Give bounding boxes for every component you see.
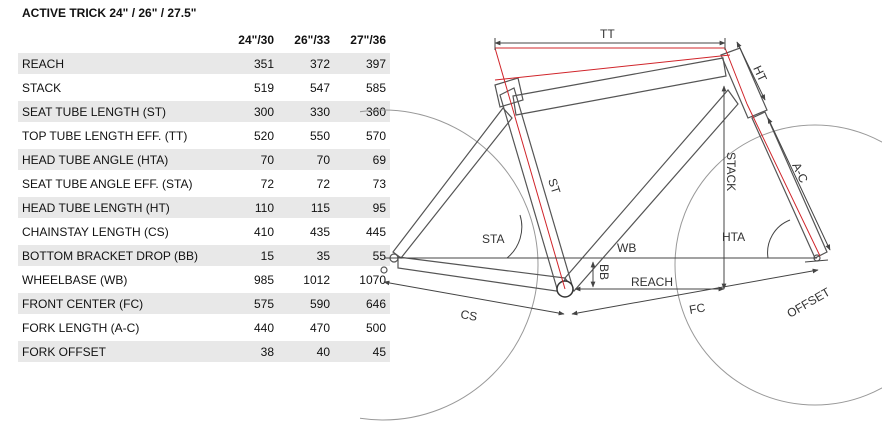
cell-value: 69 [334, 149, 390, 170]
table-header-row: 24"/30 26"/33 27"/36 [18, 29, 390, 50]
cell-value: 72 [278, 173, 334, 194]
cell-value: 570 [334, 125, 390, 146]
label-wb: WB [617, 241, 636, 255]
fork [751, 111, 828, 259]
cell-value: 110 [222, 197, 278, 218]
row-label: FORK OFFSET [18, 341, 222, 362]
label-stack: STACK [724, 152, 738, 191]
cell-value: 550 [278, 125, 334, 146]
top-tube [512, 57, 727, 116]
row-label: REACH [18, 53, 222, 74]
row-label: HEAD TUBE LENGTH (HT) [18, 197, 222, 218]
cell-value: 73 [334, 173, 390, 194]
row-label: FORK LENGTH (A-C) [18, 317, 222, 338]
frame-geometry-diagram: TT HT ST STACK A-C STA WB HTA BB REACH C… [360, 27, 882, 421]
rear-axle [380, 266, 388, 274]
cell-value: 300 [222, 101, 278, 122]
cell-value: 351 [222, 53, 278, 74]
chart-title: ACTIVE TRICK 24" / 26" / 27.5" [22, 6, 197, 20]
rear-wheel-outline [360, 109, 539, 421]
cell-value: 40 [278, 341, 334, 362]
row-label: WHEELBASE (WB) [18, 269, 222, 290]
cell-value: 15 [222, 245, 278, 266]
cell-value: 372 [278, 53, 334, 74]
cell-value: 330 [278, 101, 334, 122]
label-bb: BB [597, 264, 611, 280]
label-fc: FC [688, 300, 707, 317]
cell-value: 115 [278, 197, 334, 218]
dimension-lines [383, 38, 831, 316]
seat-collar [494, 77, 524, 108]
row-label: FRONT CENTER (FC) [18, 293, 222, 314]
cell-value: 520 [222, 125, 278, 146]
cell-value: 1012 [278, 269, 334, 290]
column-header: 27"/36 [350, 32, 386, 47]
cell-value: 440 [222, 317, 278, 338]
label-reach: REACH [631, 275, 673, 289]
label-sta: STA [482, 232, 504, 246]
cell-value: 435 [278, 221, 334, 242]
row-label: SEAT TUBE ANGLE EFF. (STA) [18, 173, 222, 194]
cell-value: 646 [334, 293, 390, 314]
cell-value: 547 [278, 77, 334, 98]
cell-value: 519 [222, 77, 278, 98]
label-st: ST [545, 177, 563, 197]
cell-value: 1070 [334, 269, 390, 290]
head-tube [720, 47, 768, 119]
cell-value: 585 [334, 77, 390, 98]
row-label: CHAINSTAY LENGTH (CS) [18, 221, 222, 242]
cell-value: 985 [222, 269, 278, 290]
label-tt: TT [600, 27, 615, 41]
front-wheel-outline [674, 124, 882, 406]
cell-value: 70 [222, 149, 278, 170]
chainstay [397, 256, 566, 293]
cell-value: 45 [334, 341, 390, 362]
cell-value: 55 [334, 245, 390, 266]
label-offset: OFFSET [785, 284, 834, 320]
cell-value: 575 [222, 293, 278, 314]
cell-value: 95 [334, 197, 390, 218]
cell-value: 38 [222, 341, 278, 362]
cell-value: 70 [278, 149, 334, 170]
header-blank [18, 29, 222, 50]
label-ht: HT [750, 63, 770, 84]
row-label: HEAD TUBE ANGLE (HTA) [18, 149, 222, 170]
down-tube [564, 89, 739, 292]
row-label: SEAT TUBE LENGTH (ST) [18, 101, 222, 122]
cell-value: 397 [334, 53, 390, 74]
cell-value: 590 [278, 293, 334, 314]
label-cs: CS [459, 307, 478, 324]
column-header: 24"/30 [238, 32, 274, 47]
row-label: BOTTOM BRACKET DROP (BB) [18, 245, 222, 266]
column-header: 26"/33 [294, 32, 330, 47]
bike-frame [380, 47, 828, 293]
cell-value: 410 [222, 221, 278, 242]
red-highlight-lines [494, 47, 821, 290]
cell-value: 445 [334, 221, 390, 242]
cell-value: 470 [278, 317, 334, 338]
cell-value: 500 [334, 317, 390, 338]
label-hta: HTA [722, 230, 745, 244]
label-ac: A-C [789, 160, 811, 185]
cell-value: 72 [222, 173, 278, 194]
row-label: STACK [18, 77, 222, 98]
cell-value: 35 [278, 245, 334, 266]
row-label: TOP TUBE LENGTH EFF. (TT) [18, 125, 222, 146]
